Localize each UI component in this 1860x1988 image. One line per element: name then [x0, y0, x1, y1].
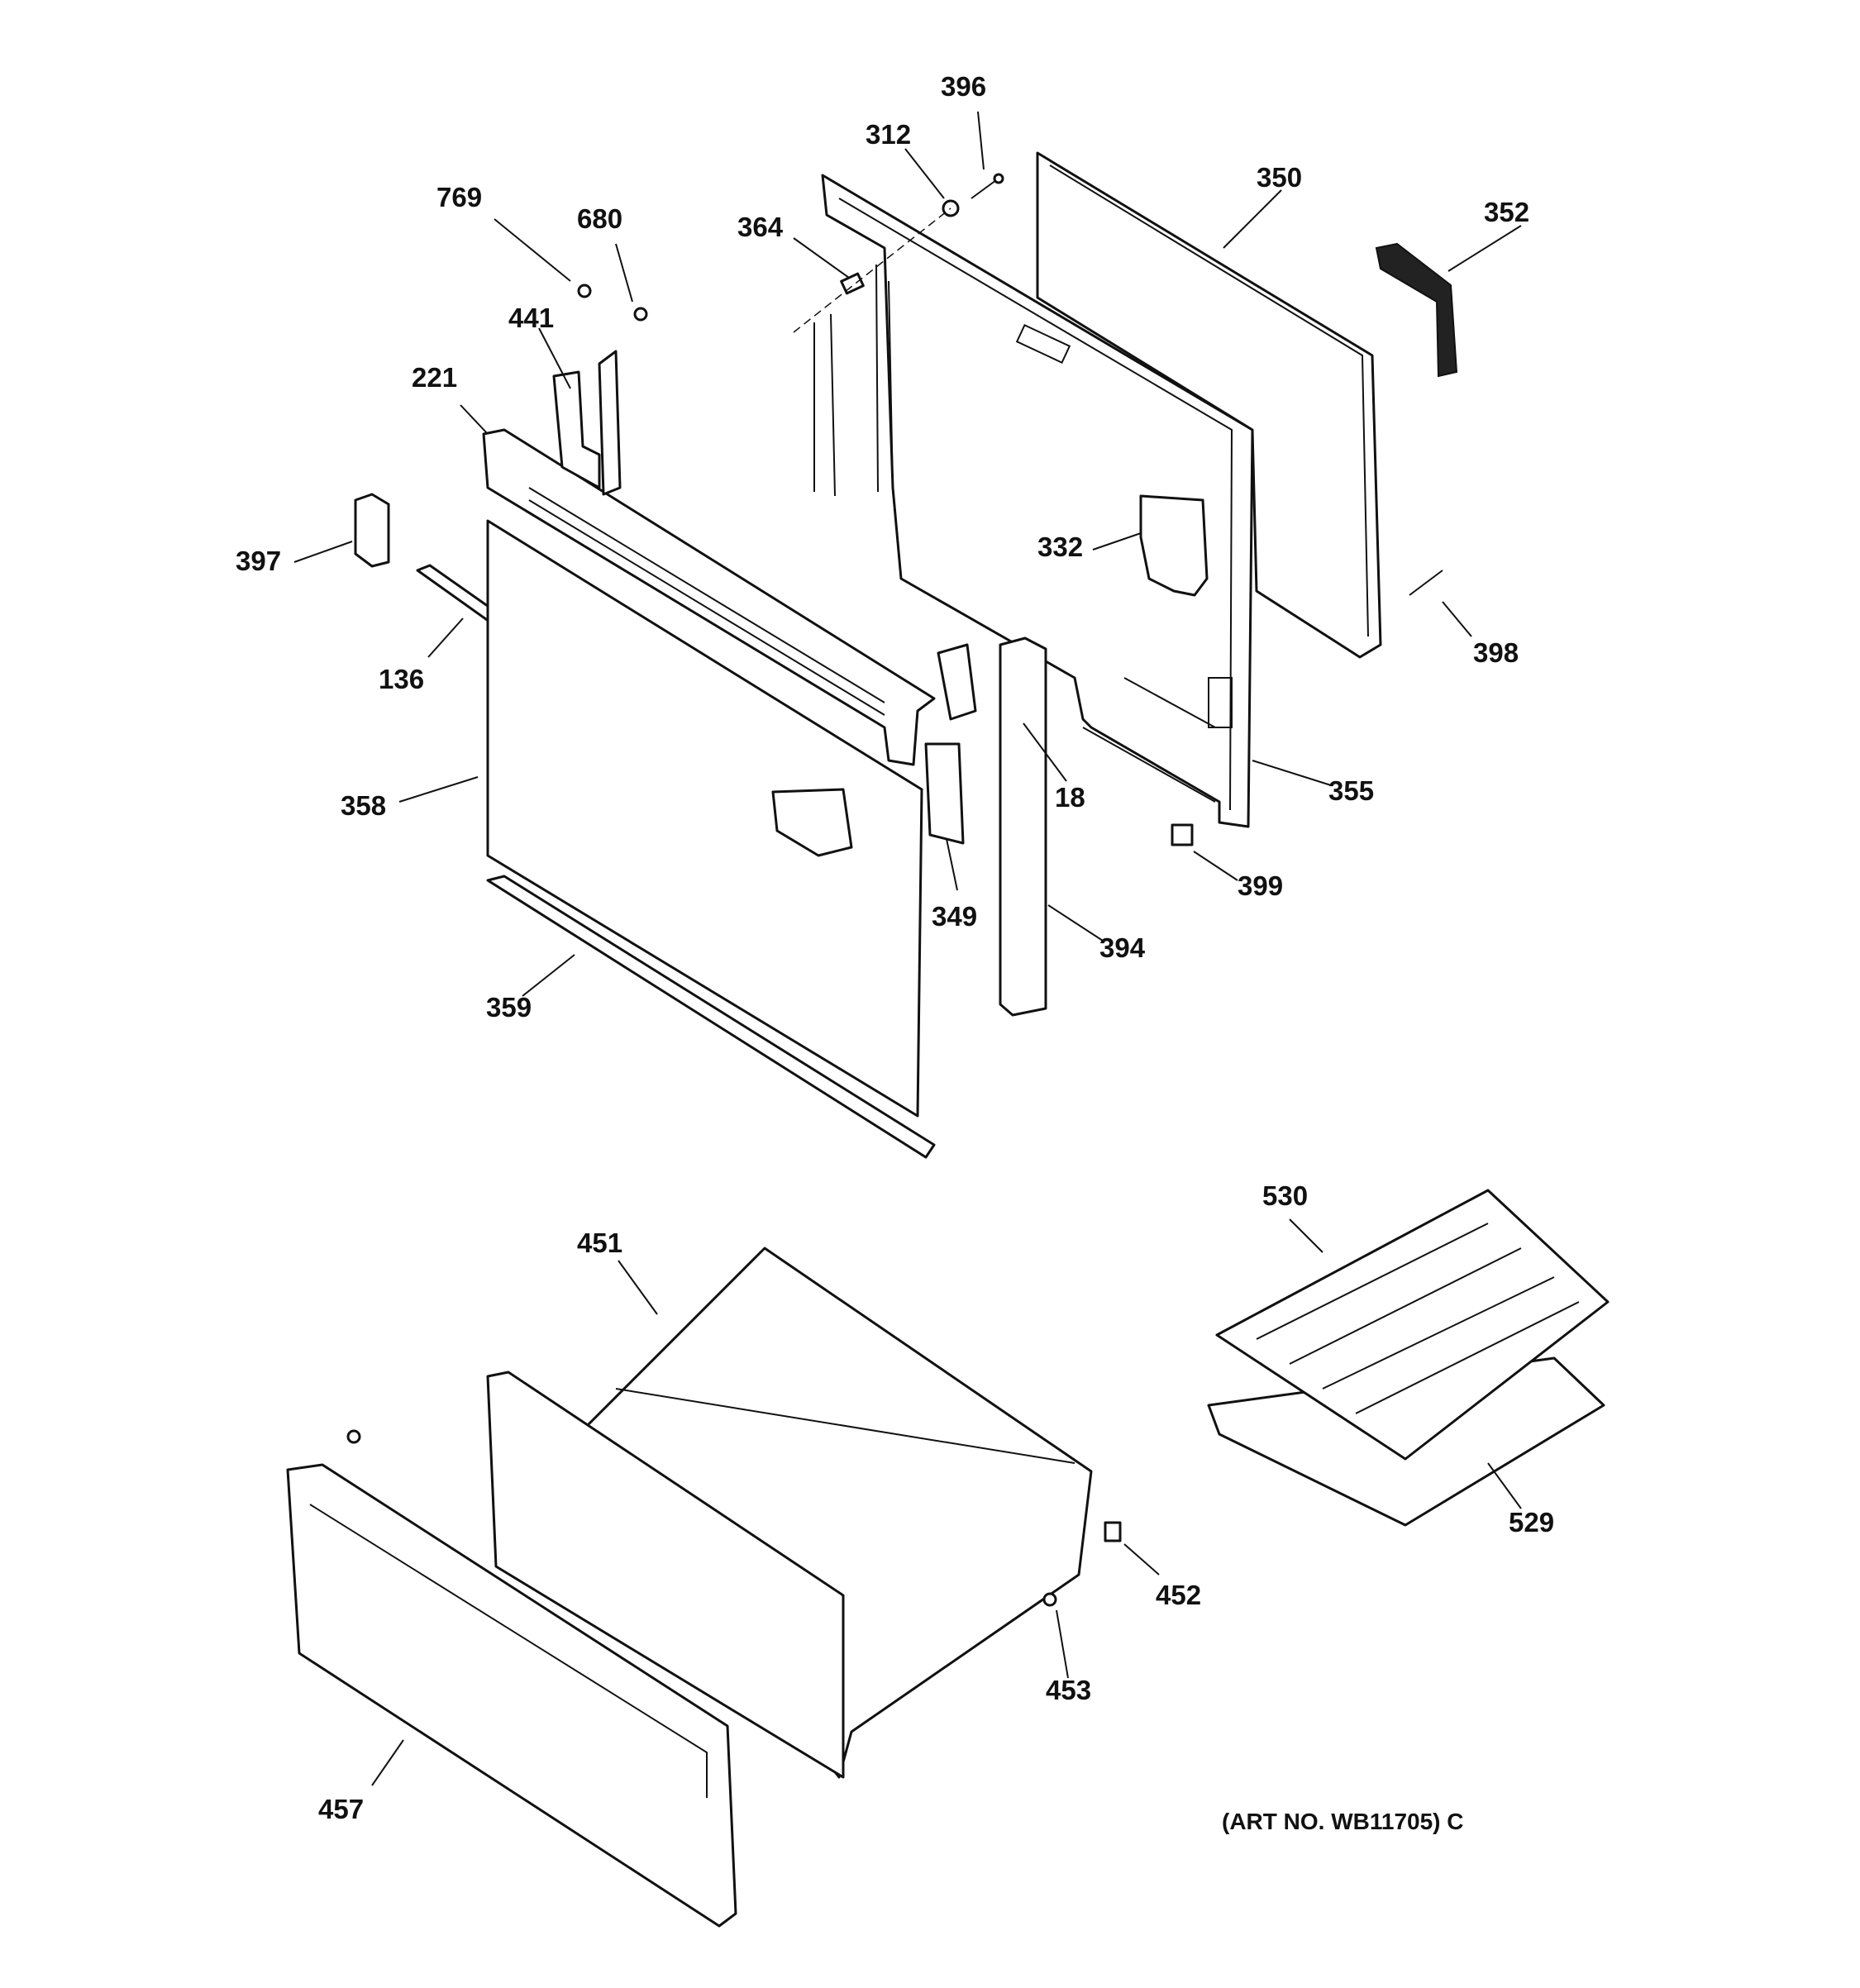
- callout-394: 394: [1099, 932, 1146, 963]
- callout-221: 221: [412, 362, 458, 393]
- spacer-349: [924, 742, 965, 845]
- callout-451: 451: [577, 1228, 623, 1258]
- insulation-332: [1139, 494, 1209, 597]
- vent-trim-221: [482, 428, 936, 766]
- callout-769: 769: [436, 182, 483, 212]
- callout-530: 530: [1262, 1180, 1309, 1211]
- callout-397: 397: [236, 546, 282, 576]
- door-frame-355: [813, 174, 1254, 828]
- broiler-grid-530: [1215, 1189, 1610, 1461]
- art-number: (ART NO. WB11705) C: [1222, 1809, 1464, 1834]
- callout-352: 352: [1484, 197, 1530, 227]
- callout-358: 358: [341, 790, 387, 821]
- leader-lines: [293, 111, 1522, 1786]
- callout-332: 332: [1037, 532, 1084, 562]
- screw-680: [633, 307, 648, 322]
- bracket-397: [354, 493, 390, 568]
- callout-529: 529: [1509, 1507, 1555, 1537]
- callout-453: 453: [1046, 1675, 1092, 1705]
- callout-350: 350: [1257, 162, 1303, 193]
- callout-452: 452: [1156, 1580, 1202, 1610]
- bottom-trim-359: [486, 875, 936, 1159]
- callout-680: 680: [577, 203, 623, 234]
- callout-457: 457: [318, 1794, 365, 1824]
- callout-136: 136: [379, 664, 425, 694]
- callout-399: 399: [1238, 870, 1284, 901]
- callout-312: 312: [866, 119, 912, 150]
- side-trim-394: [999, 636, 1047, 1017]
- screw-398: [1409, 570, 1443, 596]
- screw-769: [577, 284, 592, 298]
- callout-359: 359: [486, 992, 532, 1023]
- callout-349: 349: [932, 901, 978, 932]
- drawer-front: [486, 1371, 845, 1779]
- hinge-441: [552, 370, 601, 489]
- screw-453: [1042, 1592, 1057, 1607]
- callout-398: 398: [1473, 637, 1519, 668]
- callout-364: 364: [737, 212, 784, 242]
- clip-364: [840, 272, 865, 295]
- door-liner-350: [1015, 151, 1382, 659]
- callout-441: 441: [508, 303, 555, 333]
- drawer-face-457: [286, 1463, 737, 1928]
- callout-396: 396: [941, 71, 987, 102]
- callout-355: 355: [1328, 775, 1375, 806]
- bumper-399: [1171, 823, 1194, 846]
- door-panel-358: [486, 519, 923, 1118]
- gasket-352: [1375, 242, 1458, 378]
- drawer-screw: [346, 1429, 361, 1444]
- screw-396: [971, 173, 1004, 199]
- callout-18: 18: [1055, 782, 1085, 813]
- stop-452: [1104, 1521, 1122, 1542]
